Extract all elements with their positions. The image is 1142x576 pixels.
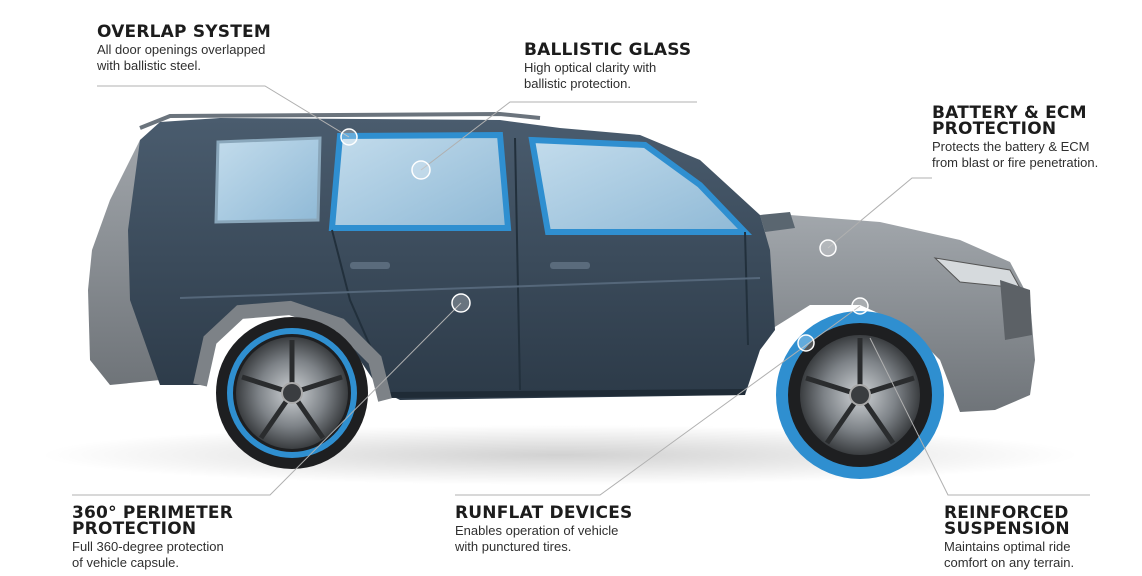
callout-leader-lines <box>72 85 1090 496</box>
callout-overlap-system: OVERLAP SYSTEM All door openings overlap… <box>97 24 271 74</box>
callout-battery-ecm-protection: BATTERY & ECM PROTECTION Protects the ba… <box>932 105 1098 171</box>
leader-runflat <box>455 305 861 496</box>
callout-runflat-devices: RUNFLAT DEVICES Enables operation of veh… <box>455 505 632 555</box>
callout-description: All door openings overlapped with ballis… <box>97 42 266 73</box>
callout-title: BALLISTIC GLASS <box>524 40 692 60</box>
callout-perimeter-protection: 360° PERIMETER PROTECTION Full 360-degre… <box>72 505 233 571</box>
door-seam-front <box>744 231 749 346</box>
door-seam-mid <box>514 137 521 391</box>
callout-reinforced-suspension: REINFORCED SUSPENSION Maintains optimal … <box>944 505 1074 571</box>
rear-hub <box>281 382 303 404</box>
callout-title: 360° PERIMETER PROTECTION <box>72 503 234 539</box>
callout-title: BATTERY & ECM PROTECTION <box>932 103 1087 139</box>
callout-description: Full 360-degree protection of vehicle ca… <box>72 539 224 570</box>
hotspot-battery-ecm <box>819 239 837 257</box>
hotspot-ballistic-glass <box>411 160 431 180</box>
leader-perimeter <box>72 302 462 496</box>
hotspot-overlap-system <box>340 128 358 146</box>
rear-window <box>214 136 322 224</box>
front-window <box>528 136 753 235</box>
rocker-panel <box>389 389 746 398</box>
front-runflat-ring <box>776 311 944 479</box>
callout-title: REINFORCED SUSPENSION <box>944 503 1070 539</box>
side-mirror <box>760 212 795 232</box>
roof-rail <box>139 111 541 130</box>
callout-description: High optical clarity with ballistic prot… <box>524 60 657 91</box>
hotspot-suspension <box>797 334 815 352</box>
callout-title: RUNFLAT DEVICES <box>455 503 633 523</box>
leader-overlap-system <box>97 85 350 138</box>
door-handle-front <box>550 262 590 269</box>
hotspot-runflat <box>851 297 869 315</box>
grille <box>1000 280 1032 340</box>
hotspot-perimeter <box>451 293 471 313</box>
callout-ballistic-glass: BALLISTIC GLASS High optical clarity wit… <box>524 42 691 92</box>
body-crease <box>179 277 761 299</box>
leader-suspension <box>869 337 1090 496</box>
leader-ballistic-glass <box>420 101 697 171</box>
door-handle-rear <box>350 262 390 269</box>
rear-runflat-ring <box>227 328 357 458</box>
front-hub <box>849 384 871 406</box>
callout-title: OVERLAP SYSTEM <box>97 22 271 42</box>
middle-window <box>328 131 512 231</box>
rear-wheel-arch <box>193 300 392 402</box>
leader-battery-ecm <box>827 177 932 249</box>
callout-description: Protects the battery & ECM from blast or… <box>932 139 1099 170</box>
hotspot-markers <box>340 128 869 352</box>
callout-description: Maintains optimal ride comfort on any te… <box>944 539 1075 570</box>
callout-description: Enables operation of vehicle with punctu… <box>455 523 619 554</box>
